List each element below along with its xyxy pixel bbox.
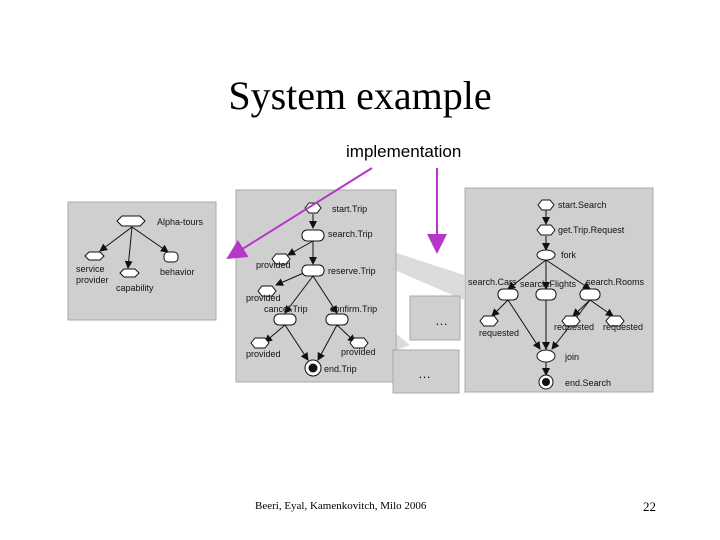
end-search-node-core <box>542 378 550 386</box>
start-search-label: start.Search <box>558 200 607 210</box>
search-flights-label: search.Flights <box>520 279 577 289</box>
ellipsis-box-2 <box>392 349 460 394</box>
end-trip-node-core <box>308 363 318 373</box>
reserve-trip-label: reserve.Trip <box>328 266 376 276</box>
search-rooms-label: search.Rooms <box>586 277 645 287</box>
search-cars-node <box>497 288 519 301</box>
provided-node-1 <box>271 253 291 265</box>
service-node <box>84 251 105 261</box>
middle-panel-graph <box>264 214 356 361</box>
provided-label-2: provided <box>246 293 281 303</box>
search-trip-node <box>301 229 325 242</box>
implementation-label: implementation <box>346 142 462 161</box>
requested-label-2: requested <box>554 322 594 332</box>
provided-node-3 <box>250 337 270 349</box>
behavior-label: behavior <box>160 267 195 277</box>
provided-label-1: provided <box>256 260 291 270</box>
ellipsis-box-1 <box>409 295 461 341</box>
requested-node-1 <box>479 315 499 327</box>
provided-node-2 <box>257 285 277 297</box>
search-trip-label: search.Trip <box>328 229 373 239</box>
capability-node <box>119 268 140 278</box>
confirm-trip-label: confirm.Trip <box>330 304 377 314</box>
alpha-tours-node <box>116 215 146 227</box>
fork-label: fork <box>561 250 577 260</box>
join-label: join <box>564 352 579 362</box>
join-node <box>536 349 556 363</box>
behavior-node <box>163 251 179 263</box>
start-trip-node <box>304 202 322 214</box>
requested-label-1: requested <box>479 328 519 338</box>
capability-label: capability <box>116 283 154 293</box>
search-flights-node <box>535 288 557 301</box>
end-trip-label: end.Trip <box>324 364 357 374</box>
end-search-label: end.Search <box>565 378 611 388</box>
provided-node-4 <box>349 337 369 349</box>
requested-node-3 <box>605 315 625 327</box>
confirm-trip-node <box>325 313 349 326</box>
start-search-node <box>537 199 555 211</box>
get-trip-request-label: get.Trip.Request <box>558 225 625 235</box>
implementation-arrow-left <box>226 167 373 260</box>
reserve-trip-node <box>301 264 325 277</box>
requested-label-3: requested <box>603 322 643 332</box>
slide-title: System example <box>228 73 492 118</box>
requested-node-2 <box>561 315 581 327</box>
cancel-trip-label: cancel.Trip <box>264 304 308 314</box>
ellipsis-2: … <box>418 366 431 381</box>
search-cars-label: search.Cars <box>468 277 517 287</box>
cancel-trip-node <box>273 313 297 326</box>
start-trip-label: start.Trip <box>332 204 367 214</box>
provided-label-3: provided <box>246 349 281 359</box>
provided-label-4: provided <box>341 347 376 357</box>
right-panel <box>464 187 654 393</box>
search-rooms-node <box>579 288 601 301</box>
service-label: service <box>76 264 105 274</box>
provider-label: provider <box>76 275 109 285</box>
ellipsis-1: … <box>435 313 448 328</box>
left-panel-graph <box>99 226 169 269</box>
alpha-tours-label: Alpha-tours <box>157 217 204 227</box>
fork-node <box>536 249 556 261</box>
footer-authors: Beeri, Eyal, Kamenkovitch, Milo 2006 <box>255 500 427 512</box>
get-trip-request-node <box>536 224 556 236</box>
page-number: 22 <box>643 499 656 514</box>
